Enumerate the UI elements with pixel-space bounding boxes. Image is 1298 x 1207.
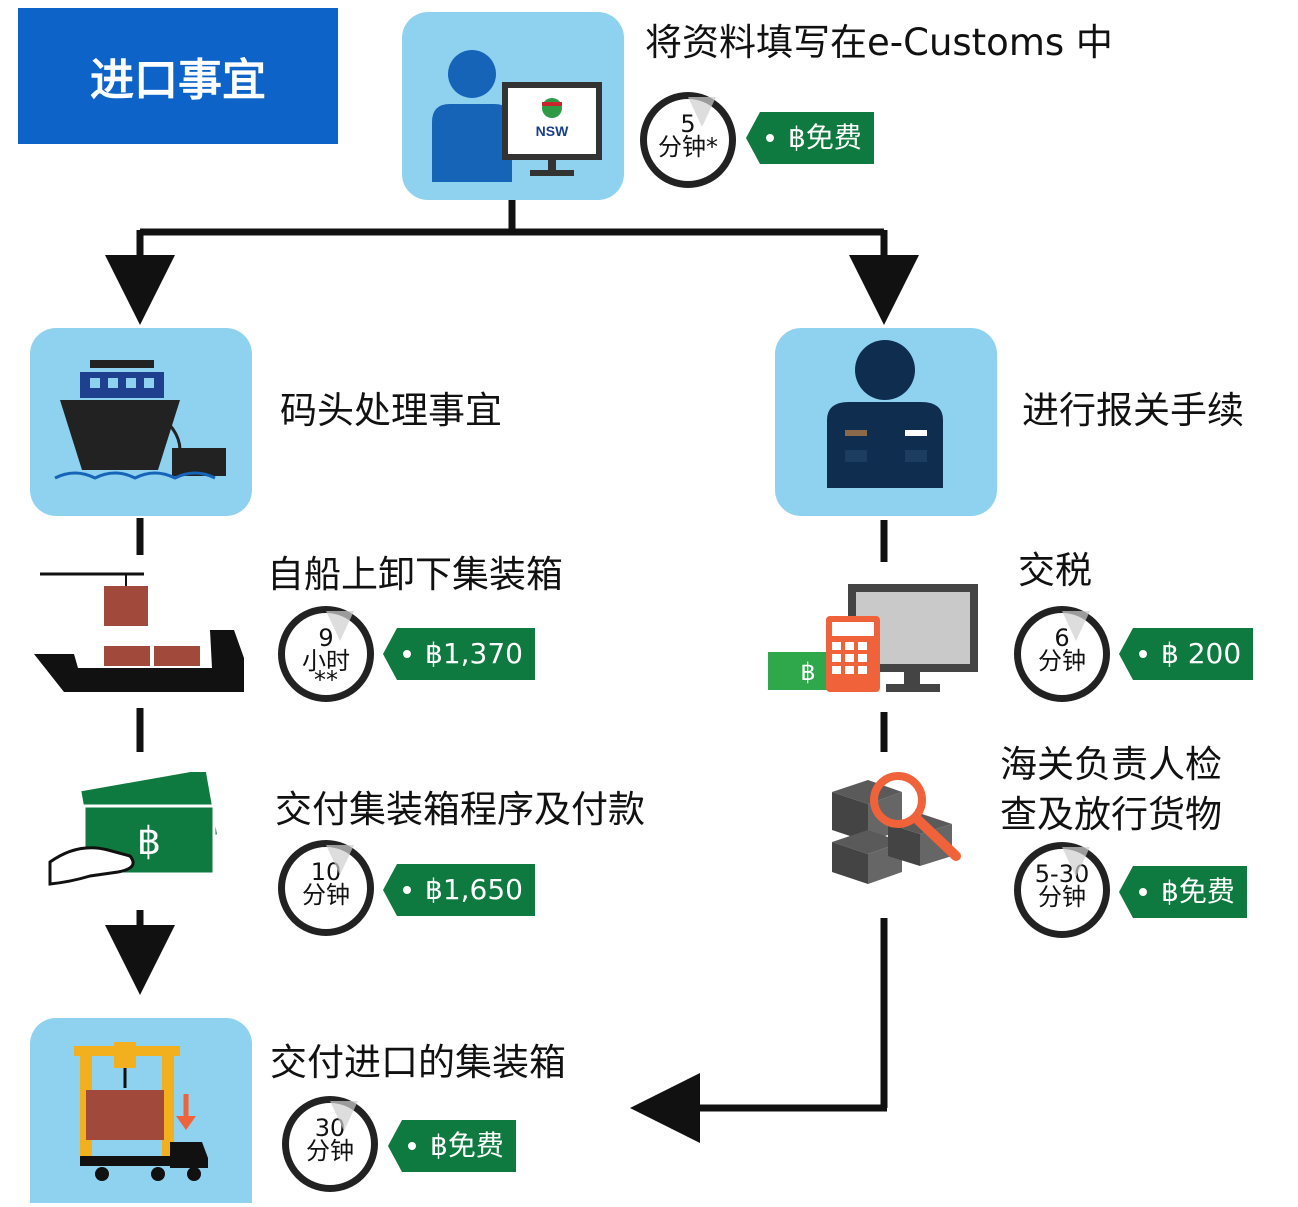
- cash-hand-icon: ฿: [48, 772, 217, 886]
- fee-tag-hole: [766, 134, 774, 142]
- payment-time-unit: 分钟: [302, 881, 350, 909]
- port-tile: [30, 328, 252, 516]
- unload-time-unit: 小时: [302, 647, 350, 675]
- unload-fee: ฿1,370: [425, 637, 523, 670]
- inspection-boxes-icon: [832, 772, 961, 884]
- fee-tag-hole: [403, 650, 411, 658]
- unload-label: 自船上卸下集装箱: [267, 553, 563, 596]
- ecustoms-time-unit: 分钟*: [658, 133, 718, 161]
- inspect-label-line2: 查及放行货物: [1000, 793, 1222, 836]
- deliver-time-unit: 分钟: [306, 1137, 354, 1165]
- ship-icon: [54, 360, 226, 480]
- stopwatch-wedge: [1062, 847, 1090, 877]
- inspect-stopwatch-icon: 5-30 分钟: [1014, 842, 1110, 938]
- stopwatch-wedge: [330, 1101, 358, 1131]
- tax-computer-calculator-icon: ฿: [768, 584, 978, 692]
- tax-fee: ฿ 200: [1161, 637, 1242, 670]
- port-label: 码头处理事宜: [280, 389, 502, 432]
- ecustoms-fee: ฿免费: [788, 121, 862, 154]
- ecustoms-label: 将资料填写在e-Customs 中: [645, 21, 1113, 64]
- unload-fee-tag: ฿1,370: [383, 628, 535, 680]
- unload-time-note: **: [314, 666, 338, 694]
- tax-label: 交税: [1018, 549, 1092, 592]
- customs-label: 进行报关手续: [1022, 389, 1244, 432]
- inspect-fee: ฿免费: [1161, 875, 1235, 908]
- container-truck-crane-icon: [74, 1042, 208, 1181]
- customs-tile: [775, 328, 997, 516]
- deliver-label: 交付进口的集装箱: [270, 1041, 566, 1084]
- unload-stopwatch-icon: 9 小时 **: [278, 606, 374, 702]
- fee-tag-hole: [408, 1142, 416, 1150]
- deliver-fee: ฿免费: [430, 1129, 504, 1162]
- payment-stopwatch-icon: 10 分钟: [278, 840, 374, 936]
- tax-stopwatch-icon: 6 分钟: [1014, 606, 1110, 702]
- ecustoms-fee-tag: ฿免费: [746, 112, 874, 164]
- customs-officer-icon: [827, 340, 943, 488]
- inspect-fee-tag: ฿免费: [1119, 866, 1247, 918]
- payment-fee-tag: ฿1,650: [383, 864, 535, 916]
- deliver-stopwatch-icon: 30 分钟: [282, 1096, 378, 1192]
- deliver-fee-tag: ฿免费: [388, 1120, 516, 1172]
- container-ship-crane-icon: [34, 572, 244, 692]
- stopwatch-wedge: [326, 611, 354, 641]
- ecustoms-stopwatch-icon: 5 分钟*: [640, 92, 736, 188]
- fee-tag-hole: [1139, 888, 1147, 896]
- tax-time-unit: 分钟: [1038, 647, 1086, 675]
- deliver-tile: [30, 1018, 252, 1203]
- ecustoms-tile: NSW: [402, 12, 624, 200]
- inspect-time-unit: 分钟: [1038, 883, 1086, 911]
- person-computer-icon: NSW: [432, 50, 602, 182]
- fee-tag-hole: [403, 886, 411, 894]
- page-title: 进口事宜: [18, 8, 338, 144]
- stopwatch-wedge: [326, 845, 354, 875]
- payment-fee: ฿1,650: [425, 873, 523, 906]
- baht-symbol-icon: ฿: [137, 819, 161, 863]
- nsw-logo-text: NSW: [536, 123, 569, 139]
- baht-symbol-icon: ฿: [800, 658, 815, 686]
- tax-fee-tag: ฿ 200: [1118, 628, 1254, 680]
- payment-label: 交付集装箱程序及付款: [275, 788, 645, 831]
- inspect-label-line1: 海关负责人检: [1000, 743, 1222, 786]
- stopwatch-wedge: [1062, 611, 1090, 641]
- fee-tag-hole: [1139, 650, 1147, 658]
- stopwatch-wedge: [688, 97, 716, 127]
